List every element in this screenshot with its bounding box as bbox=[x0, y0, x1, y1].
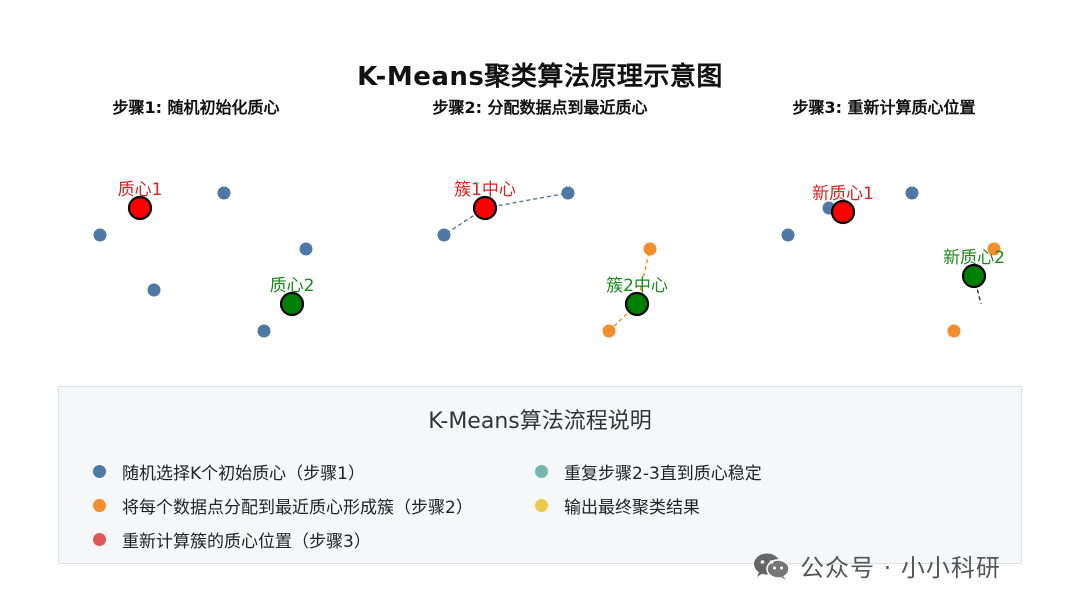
legend-dot-red bbox=[93, 533, 106, 546]
legend-dot-blue bbox=[93, 465, 106, 478]
legend-item-repeat: 重复步骤2-3直到质心稳定 bbox=[535, 459, 762, 484]
legend-title: K-Means算法流程说明 bbox=[428, 409, 652, 434]
wechat-icon bbox=[754, 553, 790, 580]
data-point-blue bbox=[299, 242, 313, 256]
legend-label: 重复步骤2-3直到质心稳定 bbox=[564, 464, 762, 484]
data-point-blue bbox=[93, 228, 107, 242]
centroid-1-label: 簇1中心 bbox=[454, 180, 516, 200]
legend-dot-teal bbox=[535, 465, 548, 478]
data-point-blue bbox=[781, 228, 795, 242]
data-point-blue bbox=[217, 186, 231, 200]
centroid-2 bbox=[279, 291, 305, 317]
data-point-blue bbox=[561, 186, 575, 200]
legend-item-step3: 重新计算簇的质心位置（步骤3） bbox=[93, 527, 371, 552]
centroid-2 bbox=[624, 291, 650, 317]
centroid-1-label: 质心1 bbox=[118, 180, 163, 200]
watermark-text: 公众号 · 小小科研 bbox=[800, 554, 1001, 582]
legend-item-step1: 随机选择K个初始质心（步骤1） bbox=[93, 459, 365, 484]
data-point-orange bbox=[602, 324, 616, 338]
centroid-1 bbox=[472, 195, 498, 221]
assignment-line bbox=[484, 192, 569, 209]
centroid-2 bbox=[961, 263, 987, 289]
centroid-2-label: 簇2中心 bbox=[606, 276, 668, 296]
legend-panel: K-Means算法流程说明 随机选择K个初始质心（步骤1） 将每个数据点分配到最… bbox=[58, 386, 1022, 564]
data-point-blue bbox=[147, 283, 161, 297]
legend-label: 输出最终聚类结果 bbox=[564, 498, 700, 518]
data-point-orange bbox=[987, 242, 1001, 256]
legend-item-step2: 将每个数据点分配到最近质心形成簇（步骤2） bbox=[93, 493, 473, 518]
main-title: K-Means聚类算法原理示意图 bbox=[357, 62, 723, 92]
step3-title: 步骤3: 重新计算质心位置 bbox=[792, 98, 976, 117]
centroid-2-label: 新质心2 bbox=[943, 248, 1005, 268]
centroid-1 bbox=[830, 199, 856, 225]
data-point-orange bbox=[643, 242, 657, 256]
data-point-orange bbox=[947, 324, 961, 338]
legend-label: 随机选择K个初始质心（步骤1） bbox=[122, 464, 365, 484]
legend-label: 重新计算簇的质心位置（步骤3） bbox=[122, 532, 371, 552]
centroid-1-label: 新质心1 bbox=[812, 184, 874, 204]
watermark: 公众号 · 小小科研 bbox=[752, 548, 1001, 583]
legend-dot-orange bbox=[93, 499, 106, 512]
step1-title: 步骤1: 随机初始化质心 bbox=[112, 98, 280, 117]
data-point-blue bbox=[905, 186, 919, 200]
legend-label: 将每个数据点分配到最近质心形成簇（步骤2） bbox=[122, 498, 473, 518]
data-point-blue bbox=[437, 228, 451, 242]
data-point-blue bbox=[257, 324, 271, 338]
step2-title: 步骤2: 分配数据点到最近质心 bbox=[432, 98, 648, 117]
centroid-1 bbox=[127, 195, 153, 221]
legend-item-output: 输出最终聚类结果 bbox=[535, 493, 700, 518]
centroid-2-label: 质心2 bbox=[270, 276, 315, 296]
assignment-line bbox=[973, 275, 982, 305]
legend-dot-yellow bbox=[535, 499, 548, 512]
